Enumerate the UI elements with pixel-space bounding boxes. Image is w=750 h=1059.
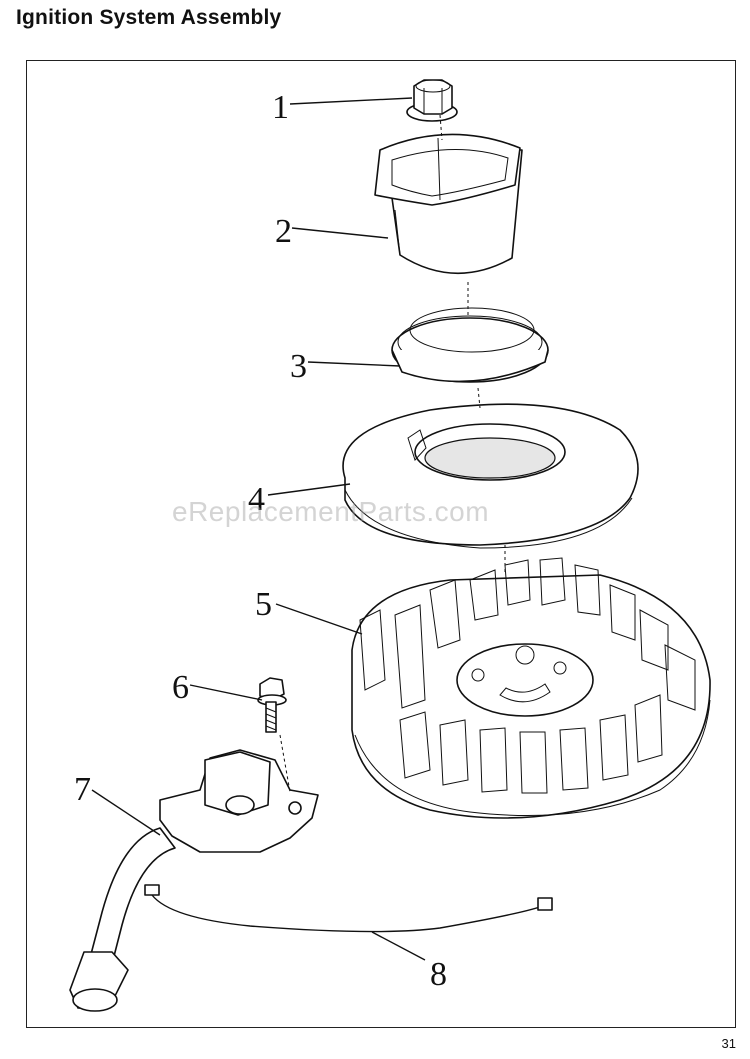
part-6-bolt[interactable] [257,677,287,733]
callout-1: 1 [272,89,289,126]
part-1-flange-nut[interactable] [406,79,458,122]
part-5-flywheel[interactable] [351,557,711,819]
callout-2: 2 [275,213,292,250]
callout-6: 6 [172,669,189,706]
callout-8: 8 [430,956,447,993]
watermark: eReplacementParts.com [172,496,490,527]
callout-4: 4 [248,481,265,518]
part-2-starter-cup[interactable] [374,133,523,275]
callout-7: 7 [74,771,91,808]
diagram-frame [26,60,736,1028]
part-4-cover-disc[interactable] [342,403,639,549]
part-3-ring[interactable] [391,307,549,383]
part-8-ground-wire[interactable] [144,884,553,933]
page-number: 31 [721,1036,736,1051]
leader-lines [91,97,506,961]
page-title: Ignition System Assembly [16,6,282,29]
callout-5: 5 [255,586,272,623]
part-7-ignition-coil[interactable] [69,749,319,1012]
callout-3: 3 [290,348,307,385]
